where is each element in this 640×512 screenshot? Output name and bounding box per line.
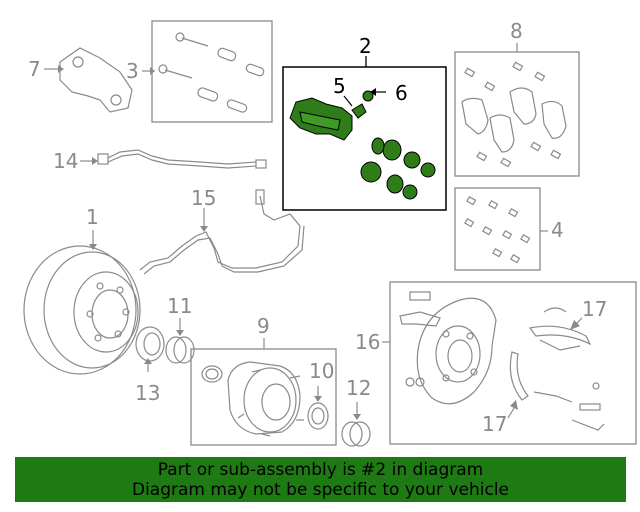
part-7-caliper-bracket	[44, 47, 133, 113]
part-9-wheel-hub	[201, 361, 329, 437]
part-2-caliper	[289, 90, 436, 200]
part-8-box	[454, 51, 580, 177]
callout-11: 11	[167, 294, 193, 318]
callout-16: 16	[355, 330, 381, 354]
part-16-backing-plate	[399, 291, 497, 405]
part-11-bearing	[165, 318, 195, 364]
part-14-brake-hose	[80, 149, 267, 169]
callout-10: 10	[309, 359, 335, 383]
callout-5: 5	[333, 74, 346, 98]
part-17-parking-brake-shoes	[507, 307, 605, 431]
part-15-abs-sensor	[139, 189, 305, 275]
callout-1: 1	[86, 205, 99, 229]
callout-2: 2	[359, 34, 372, 58]
callout-13: 13	[135, 381, 161, 405]
part-4-box	[454, 187, 541, 271]
part-2-box	[282, 66, 447, 211]
info-banner: Part or sub-assembly is #2 in diagram Di…	[15, 457, 626, 502]
part-12-bearing	[341, 402, 371, 447]
part-4-hardware	[464, 195, 548, 264]
callout-17-top: 17	[582, 297, 608, 321]
callout-6: 6	[395, 81, 408, 105]
part-8-brake-pads	[461, 61, 567, 168]
callout-7: 7	[28, 57, 41, 81]
part-13-seal	[135, 326, 165, 372]
banner-line-1: Part or sub-assembly is #2 in diagram	[157, 460, 484, 480]
callout-9: 9	[257, 314, 270, 338]
part-3-bolts	[142, 32, 265, 113]
part-16-box	[389, 281, 637, 445]
callout-15: 15	[191, 186, 217, 210]
callout-17-bottom: 17	[482, 412, 508, 436]
banner-line-2: Diagram may not be specific to your vehi…	[131, 480, 509, 500]
callout-12: 12	[346, 376, 372, 400]
callout-8: 8	[510, 19, 523, 43]
callout-4: 4	[551, 218, 564, 242]
parts-diagram	[23, 20, 637, 447]
callout-3: 3	[126, 59, 139, 83]
part-1-brake-rotor	[23, 230, 141, 375]
callout-14: 14	[53, 149, 79, 173]
